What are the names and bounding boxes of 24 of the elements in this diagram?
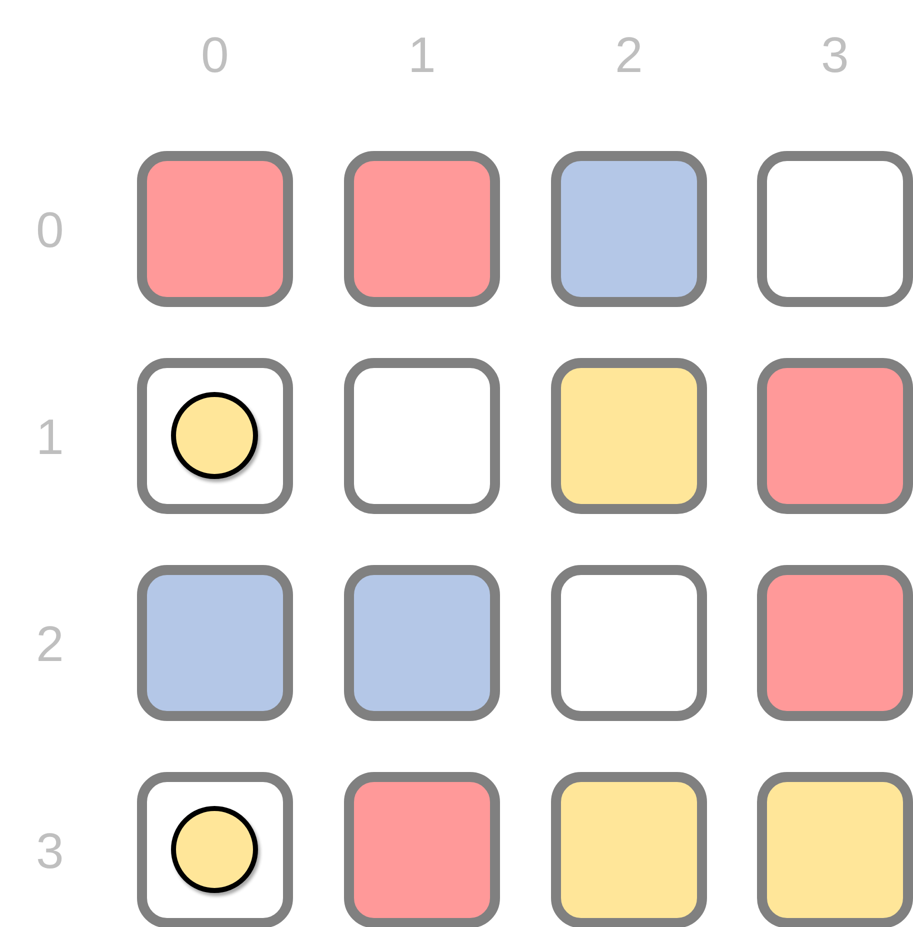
tile (344, 358, 500, 514)
tile (137, 772, 293, 927)
tile (137, 151, 293, 307)
tile (551, 565, 707, 721)
tile (344, 772, 500, 927)
tile (344, 565, 500, 721)
tile (757, 358, 913, 514)
tile (757, 772, 913, 927)
tile (137, 358, 293, 514)
tile (757, 565, 913, 721)
row-number: 0 (36, 205, 64, 255)
row-number: 1 (36, 412, 64, 462)
row-number: 3 (36, 826, 64, 876)
column-number: 1 (408, 30, 436, 80)
tile (551, 772, 707, 927)
tile (344, 151, 500, 307)
tile (757, 151, 913, 307)
column-number: 2 (615, 30, 643, 80)
column-number: 3 (821, 30, 849, 80)
tile (551, 358, 707, 514)
tile (137, 565, 293, 721)
column-number: 0 (201, 30, 229, 80)
row-number: 2 (36, 619, 64, 669)
tile (551, 151, 707, 307)
